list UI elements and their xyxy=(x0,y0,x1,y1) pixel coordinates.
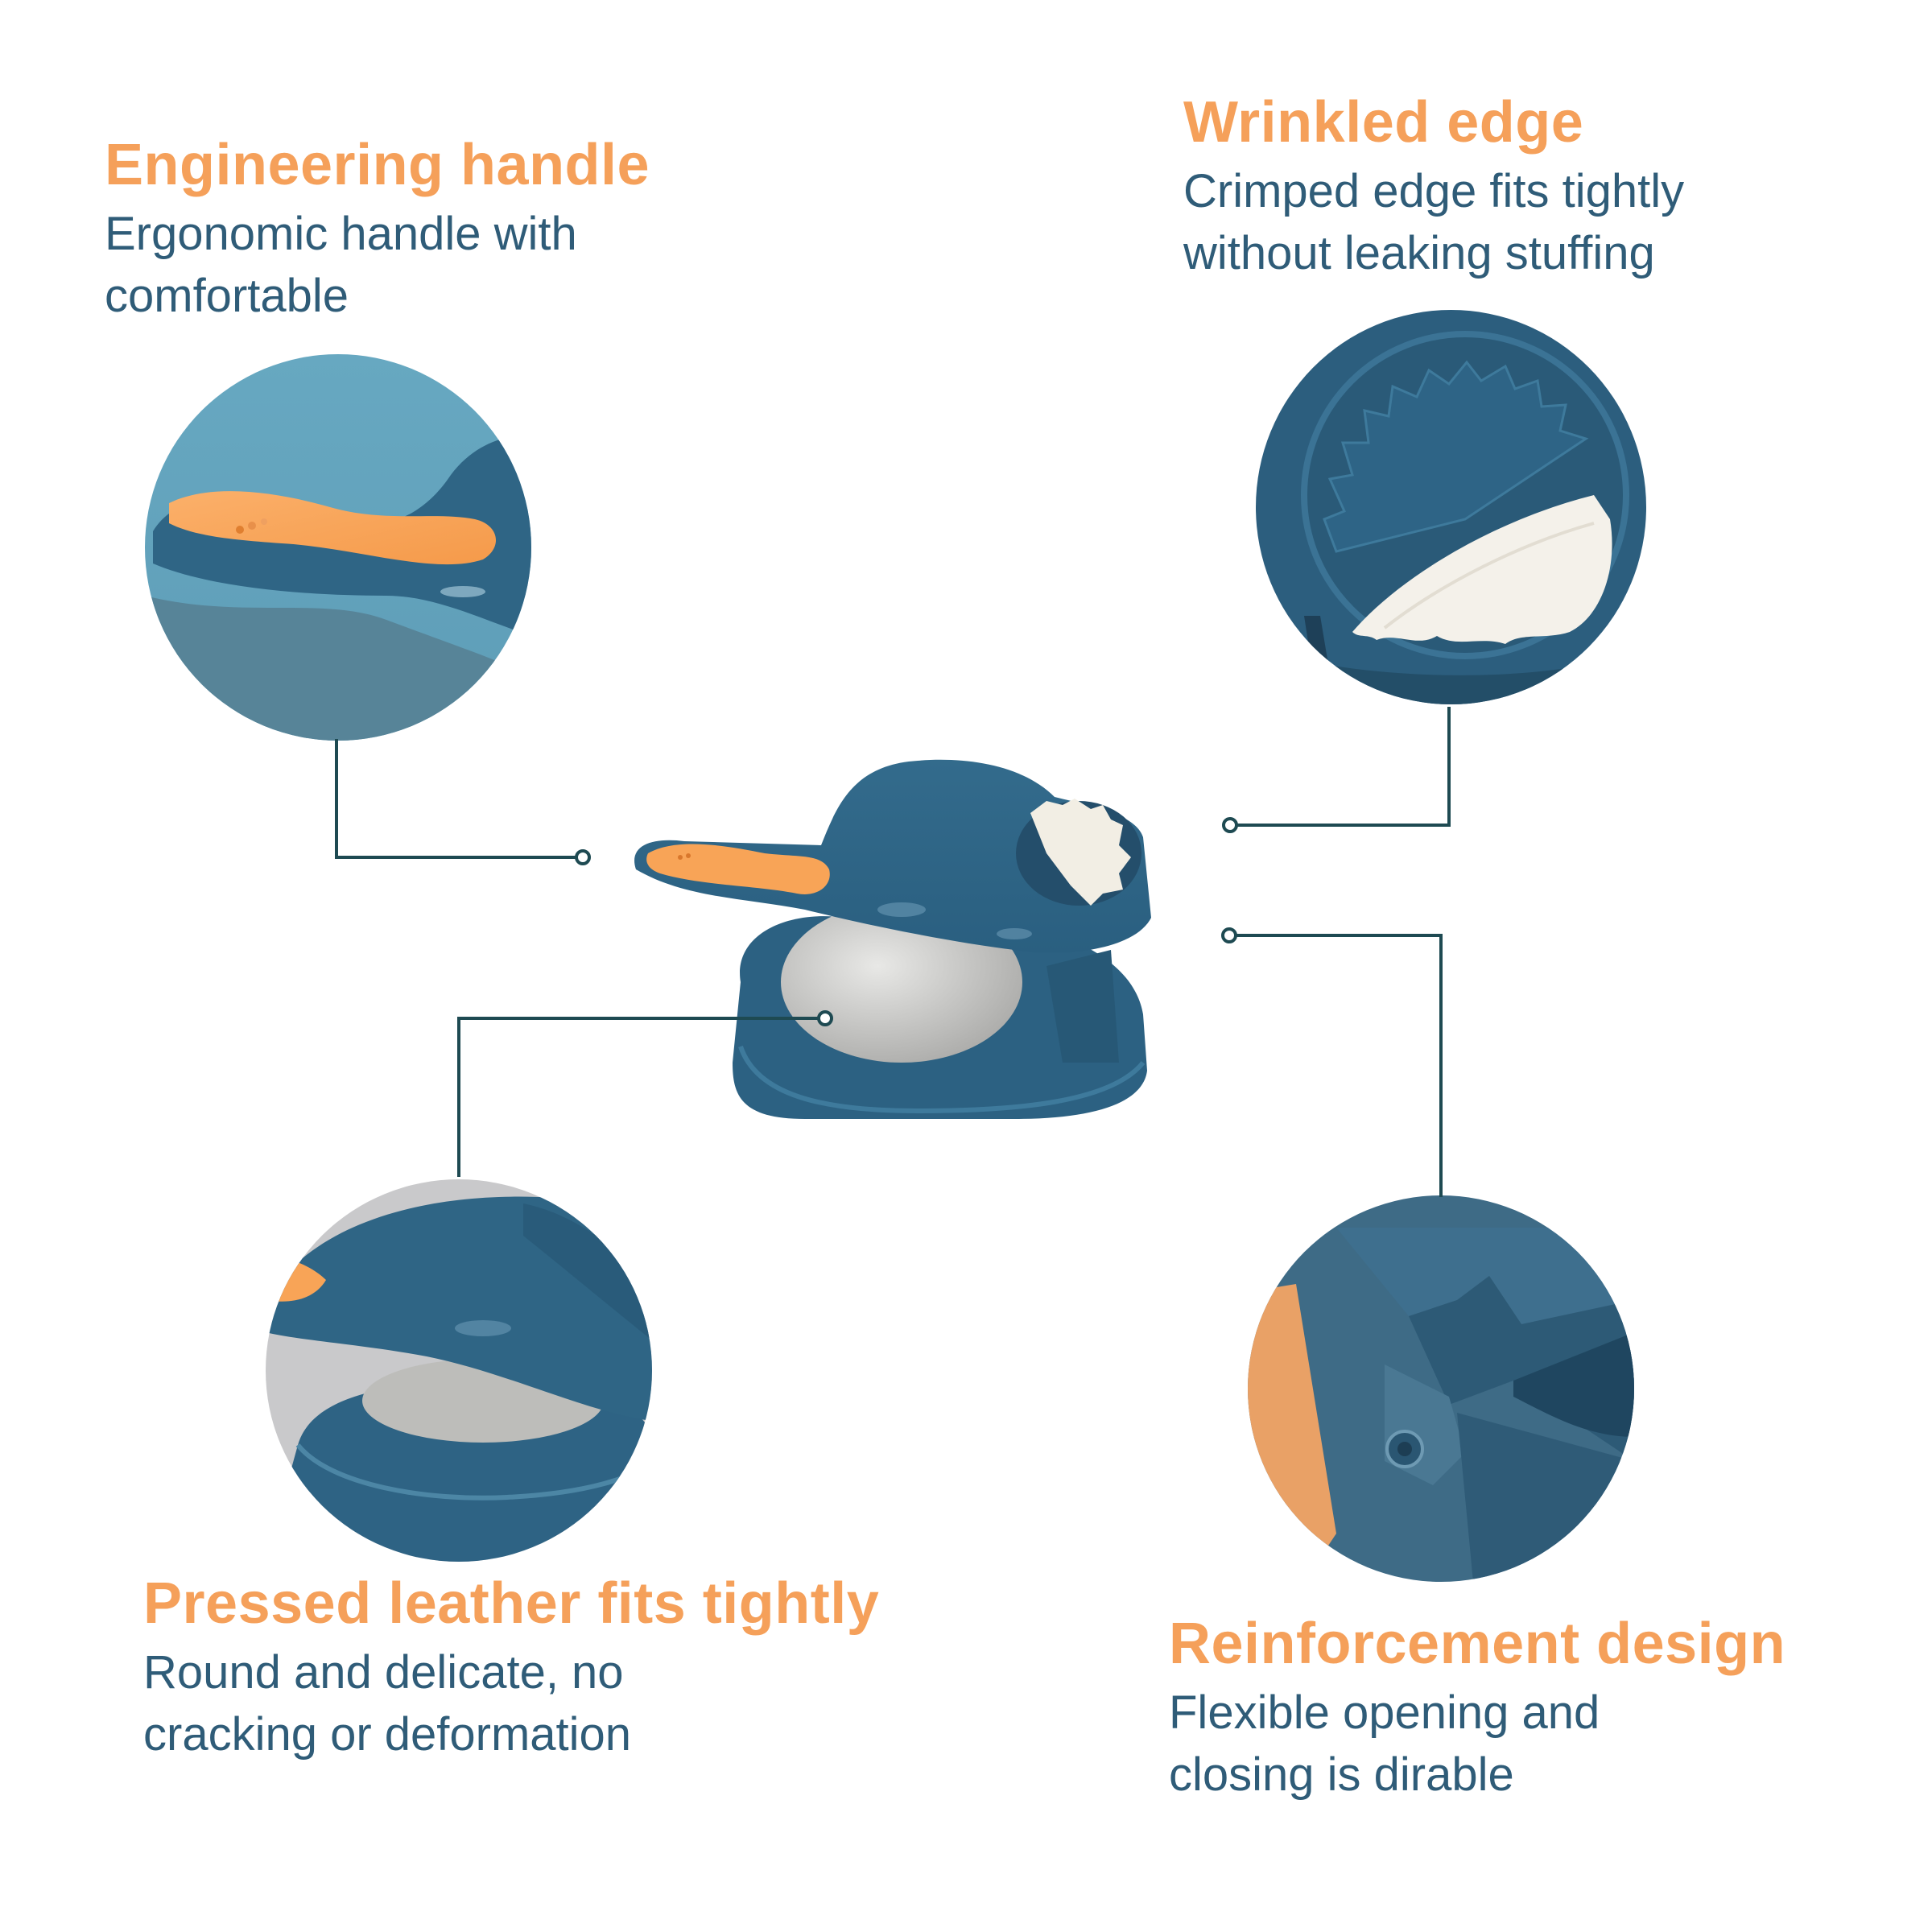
feature-reinforcement-design: Reinforcement design Flexible opening an… xyxy=(1169,1612,1893,1806)
feature-title: Wrinkled edge xyxy=(1183,90,1584,155)
feature-pressed-leather: Pressed leather fits tightly Round and d… xyxy=(143,1571,1029,1765)
feature-description: Round and delicate, no cracking or defor… xyxy=(143,1641,1029,1765)
feature-description: Ergonomic handle with comfortable xyxy=(105,203,829,327)
press-closeup-icon xyxy=(266,1179,652,1562)
feature-title: Pressed leather fits tightly xyxy=(143,1571,880,1636)
description-line: closing is dirable xyxy=(1169,1748,1514,1801)
feature-wrinkled-edge: Wrinkled edge Crimped edge fits tightly … xyxy=(1183,90,1868,284)
description-line: Flexible opening and xyxy=(1169,1686,1600,1739)
description-line: comfortable xyxy=(105,269,349,322)
description-line: Crimped edge fits tightly xyxy=(1183,164,1685,217)
hinge-closeup-icon xyxy=(1248,1195,1634,1582)
feature-title: Engineering handle xyxy=(105,133,650,197)
dumpling-press-illustration-icon xyxy=(499,724,1304,1208)
description-line: without leaking stuffing xyxy=(1183,226,1655,279)
feature-description: Flexible opening and closing is dirable xyxy=(1169,1682,1893,1806)
crimp-closeup-icon xyxy=(1256,310,1646,704)
feature-title: Reinforcement design xyxy=(1169,1612,1786,1676)
handle-closeup-icon xyxy=(145,354,531,741)
description-line: Round and delicate, no xyxy=(143,1645,624,1699)
feature-description: Crimped edge fits tightly without leakin… xyxy=(1183,160,1868,284)
description-line: Ergonomic handle with xyxy=(105,207,577,260)
feature-engineering-handle: Engineering handle Ergonomic handle with… xyxy=(105,133,829,327)
description-line: cracking or deformation xyxy=(143,1707,632,1761)
